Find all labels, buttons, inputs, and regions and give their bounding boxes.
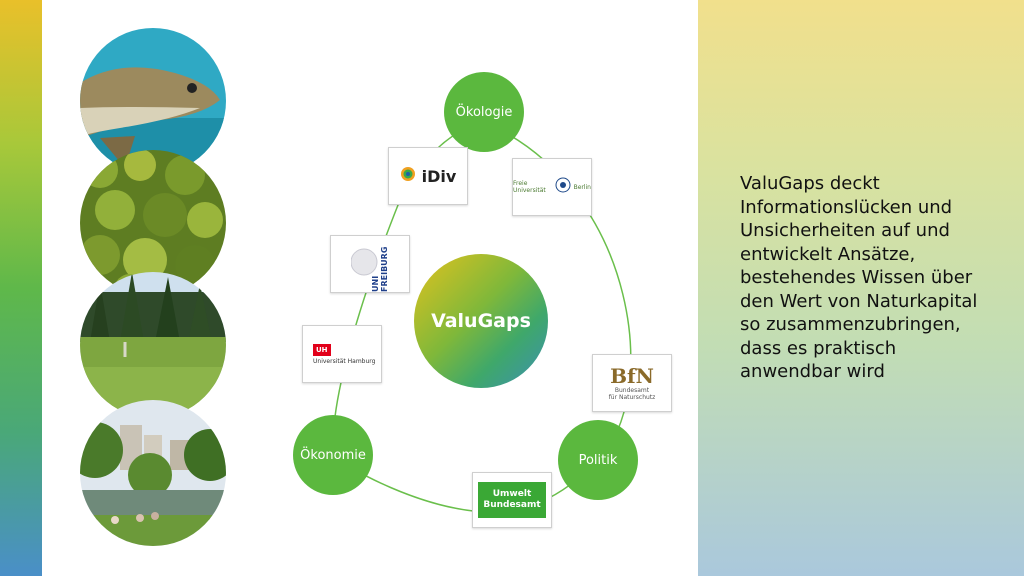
center-valugaps: ValuGaps: [414, 254, 548, 388]
logo-uni-freiburg: UNI FREIBURG: [330, 235, 410, 293]
fu-right-text: Berlin: [573, 183, 591, 191]
bfn-letters: BfN: [610, 364, 654, 388]
hamburg-badge: UH: [313, 343, 331, 356]
bfn-line2: für Naturschutz: [608, 394, 656, 401]
node-politik: Politik: [558, 420, 638, 500]
freiburg-text: UNI FREIBURG: [371, 246, 389, 292]
logo-fu-berlin: Freie Universität Berlin: [512, 158, 592, 216]
logo-bfn: BfN Bundesamt für Naturschutz: [592, 354, 672, 412]
description-text: ValuGaps deckt Informationslücken und Un…: [740, 173, 978, 382]
uba-line1: Umwelt: [492, 489, 532, 499]
fu-seal-icon: [555, 177, 571, 197]
node-oekologie: Ökologie: [444, 72, 524, 152]
hamburg-text: Universität Hamburg: [313, 357, 376, 365]
idiv-text: iDiv: [421, 166, 457, 186]
freiburg-seal-icon: [350, 242, 381, 286]
logo-uni-hamburg: UH Universität Hamburg: [302, 325, 382, 383]
uba-badge: Umwelt Bundesamt: [478, 482, 546, 518]
left-gradient-bar: [0, 0, 42, 576]
node-oekonomie: Ökonomie: [293, 415, 373, 495]
logo-umweltbundesamt: Umwelt Bundesamt: [472, 472, 552, 528]
uba-line2: Bundesamt: [483, 500, 541, 510]
idiv-icon: [400, 166, 416, 186]
right-gradient-panel: [698, 0, 1024, 576]
bfn-line1: Bundesamt: [614, 387, 650, 394]
logo-idiv: iDiv: [388, 147, 468, 205]
fu-left-text: Freie Universität: [513, 180, 546, 194]
fish-photo: [80, 28, 226, 174]
